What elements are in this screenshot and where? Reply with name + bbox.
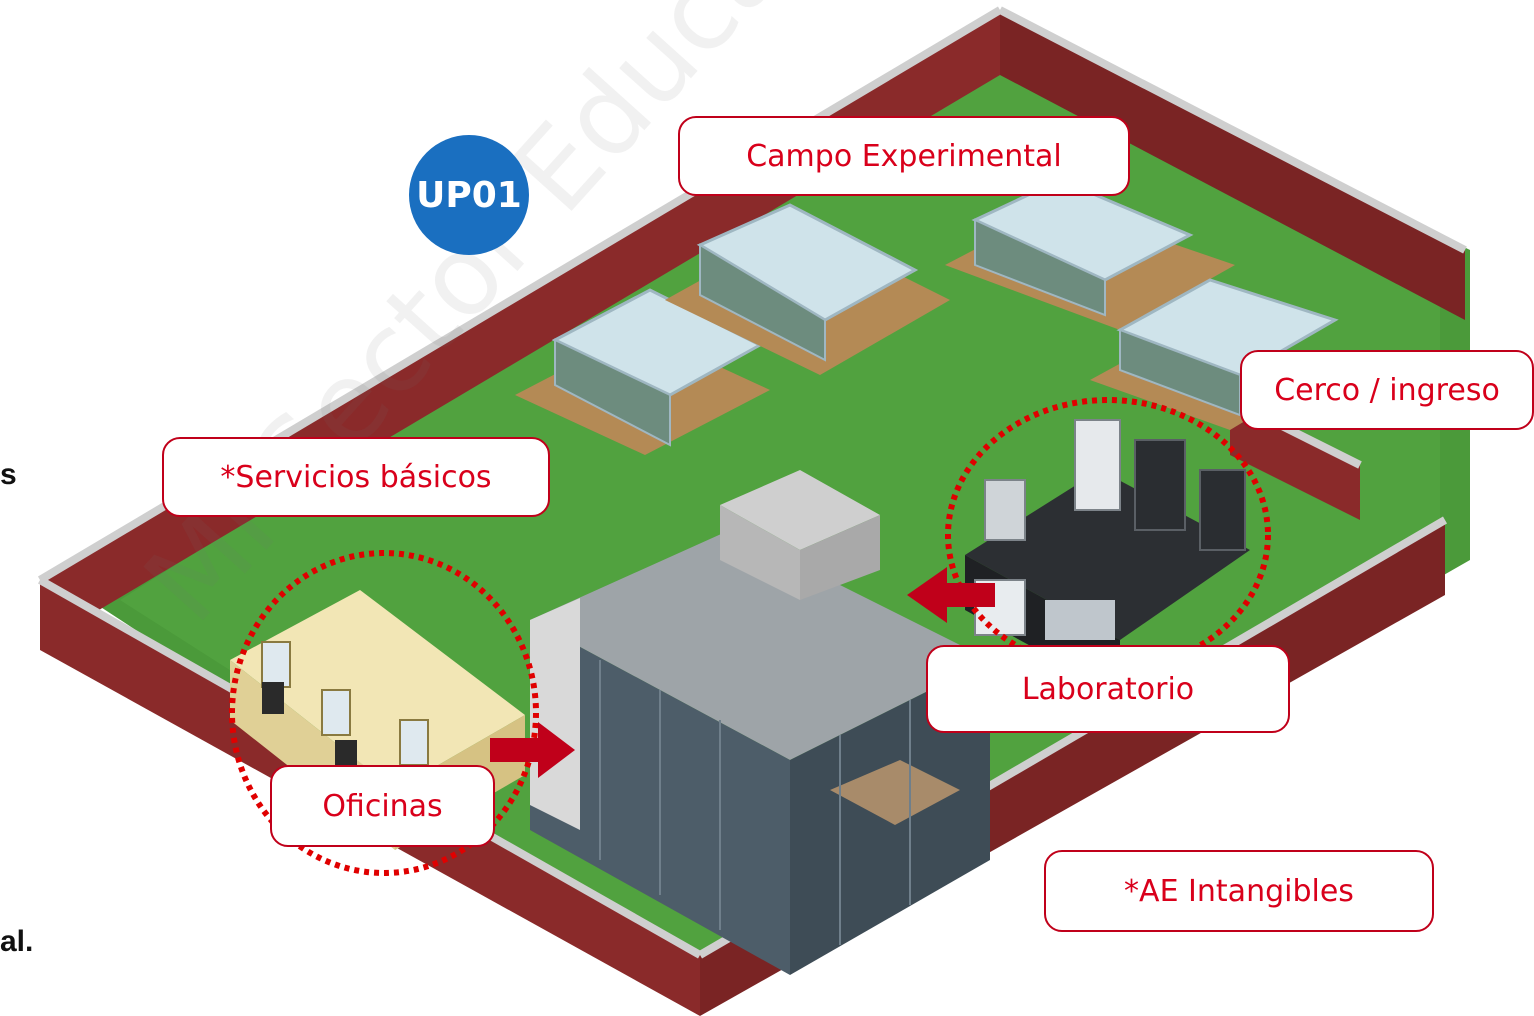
greenhouse-2 (665, 203, 950, 375)
greenhouse-1 (515, 288, 770, 455)
oficinas-label: Oficinas (270, 765, 495, 847)
cerco-ingreso-label: Cerco / ingreso (1240, 350, 1534, 430)
laboratorio-label: Laboratorio (926, 645, 1290, 733)
entrance-wall (1230, 400, 1360, 520)
offices-dashed-circle (229, 550, 539, 876)
main-building (530, 470, 990, 975)
ae-intangibles-label: *AE Intangibles (1044, 850, 1434, 932)
cropped-text-bottom: al. (0, 925, 34, 958)
offices-arrow (490, 722, 575, 778)
laboratory-arrow (907, 567, 995, 623)
greenhouse-3 (945, 178, 1235, 330)
up01-badge: UP01 (409, 135, 529, 255)
cropped-text-top: s (0, 458, 17, 491)
laboratory (965, 419, 1250, 695)
wall-back-right (1000, 10, 1465, 320)
servicios-basicos-label: *Servicios básicos (162, 437, 550, 517)
campo-experimental-label: Campo Experimental (678, 116, 1130, 196)
